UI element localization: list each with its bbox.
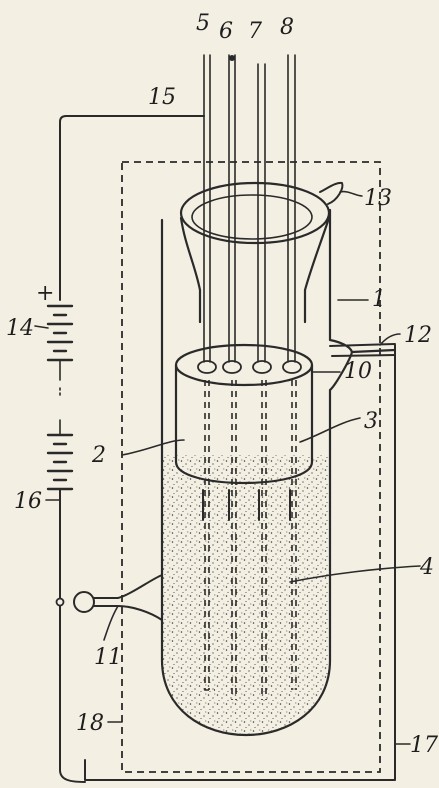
- rod-5: [203, 54, 211, 363]
- terminal-11: [73, 591, 95, 613]
- terminal-node: [55, 597, 65, 607]
- leader-11: [103, 605, 119, 641]
- leader-14: [34, 325, 49, 329]
- electrode-rods: [203, 54, 296, 363]
- rod-solid-sections: [202, 489, 291, 521]
- leader-lines: [34, 190, 421, 745]
- label-4: 4: [419, 555, 434, 580]
- rod-extensions-dashed: [204, 380, 297, 700]
- label-2: 2: [91, 443, 106, 468]
- battery-14: [46, 304, 74, 501]
- tube-right-wall-upper: [328, 208, 354, 354]
- powder-fill-4: [162, 455, 330, 735]
- label-12: 12: [404, 323, 432, 348]
- leader-13: [339, 190, 363, 197]
- label-7: 7: [248, 19, 262, 44]
- label-8: 8: [280, 15, 294, 40]
- funnel-rim: [179, 181, 331, 245]
- funnel-body: [179, 216, 331, 324]
- side-probe-11: [93, 574, 163, 621]
- label-3: 3: [364, 409, 378, 434]
- rod-7: [257, 63, 266, 363]
- outer-enclosure-17: [84, 344, 396, 781]
- spout-13: [319, 181, 344, 205]
- stopper-top: [174, 343, 314, 387]
- label-6: 6: [219, 19, 233, 44]
- rod-6: [228, 54, 236, 363]
- label-16: 16: [14, 489, 42, 514]
- stopper-holes: [197, 360, 302, 374]
- funnel-inner-rim: [191, 194, 313, 240]
- side-tube-12: [329, 343, 396, 357]
- label-1: 1: [372, 287, 386, 312]
- label-18: 18: [76, 711, 104, 736]
- label-5: 5: [196, 11, 210, 36]
- label-10: 10: [344, 359, 372, 384]
- stopper-10: [174, 363, 314, 485]
- leader-3: [299, 417, 361, 443]
- dashed-enclosure-18: [121, 161, 381, 773]
- label-17: 17: [410, 733, 438, 758]
- leader-2: [121, 439, 185, 456]
- label-11: 11: [94, 645, 122, 670]
- label-15: 15: [148, 85, 176, 110]
- label-13: 13: [364, 186, 392, 211]
- wire-15: [59, 115, 205, 301]
- battery-plus-sign: +: [36, 281, 54, 306]
- wire-16: [59, 489, 86, 783]
- label-14: 14: [6, 316, 34, 341]
- leader-12: [379, 333, 401, 346]
- rod-8: [287, 54, 296, 363]
- rod-6-tip: [229, 55, 235, 61]
- leader-4: [289, 565, 421, 583]
